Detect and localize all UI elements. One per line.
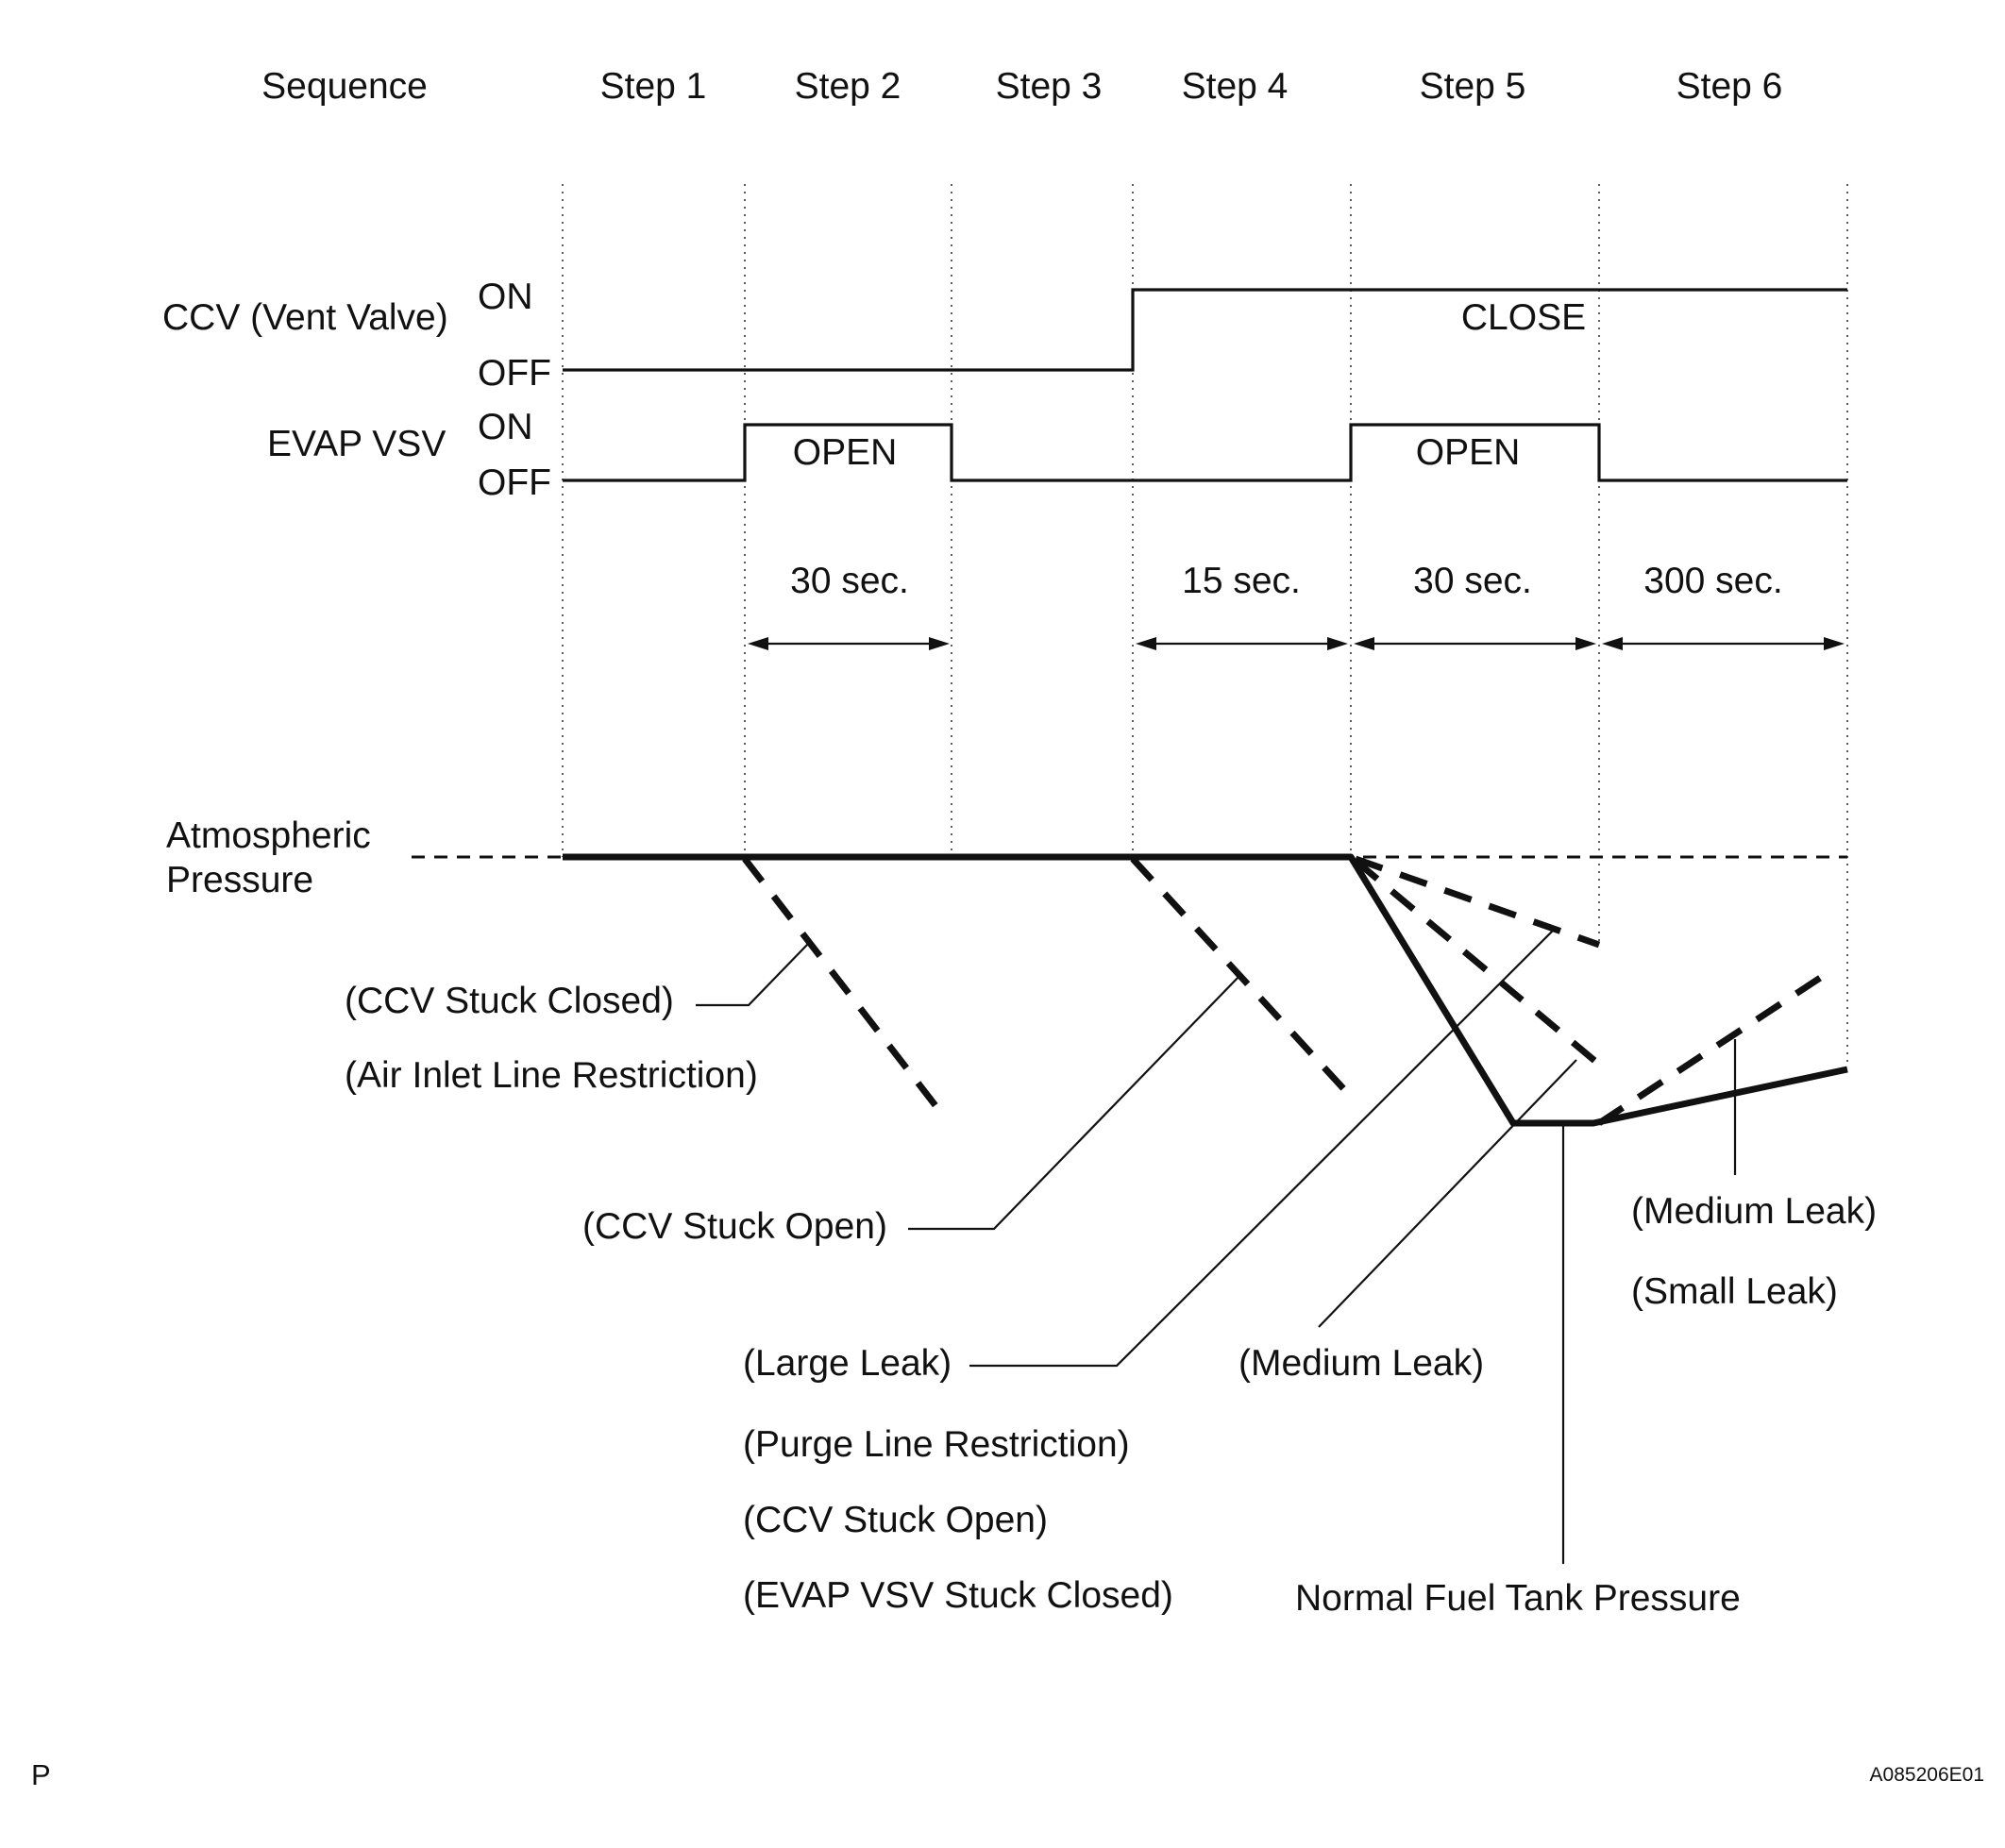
evap-vsv-stuck-closed-annotation: (EVAP VSV Stuck Closed) <box>743 1575 1173 1616</box>
duration-step-5: 30 sec. <box>1413 561 1532 601</box>
evap-vsv-off-label: OFF <box>478 462 551 503</box>
evap-vsv-open-label-step-5: OPEN <box>1416 432 1521 473</box>
step-4-header: Step 4 <box>1182 66 1289 107</box>
step-5-header: Step 5 <box>1420 66 1526 107</box>
ccv-stuck-open-trace <box>1130 856 1355 1100</box>
duration-arrow-step-4 <box>1136 637 1348 650</box>
duration-step-4: 15 sec. <box>1182 561 1301 601</box>
ccv-stuck-open-annotation-2: (CCV Stuck Open) <box>743 1500 1048 1540</box>
figure-code: A085206E01 <box>1870 1764 1984 1786</box>
duration-step-2: 30 sec. <box>790 561 909 601</box>
large-leak-leader <box>969 928 1556 1368</box>
duration-arrow-step-6 <box>1602 637 1845 650</box>
sequence-header: Sequence <box>261 66 428 107</box>
evap-vsv-open-label-step-2: OPEN <box>793 432 898 473</box>
duration-arrow-step-5 <box>1354 637 1596 650</box>
step-3-header: Step 3 <box>996 66 1103 107</box>
medium-leak-step-5-leader <box>1318 1059 1577 1328</box>
ccv-off-label: OFF <box>478 353 551 394</box>
large-leak-trace <box>1354 855 1601 949</box>
normal-pressure-trace <box>563 853 1848 1127</box>
ccv-signal-label: CCV (Vent Valve) <box>162 297 448 338</box>
normal-fuel-tank-pressure-annotation: Normal Fuel Tank Pressure <box>1295 1578 1741 1619</box>
ccv-stuck-open-leader <box>908 973 1242 1231</box>
small-leak-annotation: (Small Leak) <box>1631 1271 1838 1312</box>
atmospheric-pressure-label-line-2: Pressure <box>166 860 313 900</box>
page-mark: P <box>31 1758 51 1791</box>
atmospheric-pressure-label-line-1: Atmospheric <box>166 815 371 856</box>
step-boundaries <box>562 184 1848 1067</box>
purge-line-restriction-annotation: (Purge Line Restriction) <box>743 1424 1130 1465</box>
evap-vsv-on-label: ON <box>478 407 533 447</box>
evap-vsv-signal-label: EVAP VSV <box>267 424 446 464</box>
ccv-stuck-open-annotation: (CCV Stuck Open) <box>582 1206 887 1247</box>
step-6-header: Step 6 <box>1676 66 1783 107</box>
ccv-close-label: CLOSE <box>1461 297 1586 338</box>
medium-leak-step-5-trace <box>1353 858 1606 1070</box>
step-1-header: Step 1 <box>600 66 707 107</box>
evap-vsv-signal-trace <box>563 423 1847 482</box>
medium-leak-annotation-step-5: (Medium Leak) <box>1238 1343 1484 1384</box>
ccv-stuck-closed-trace <box>742 856 947 1119</box>
step-2-header: Step 2 <box>795 66 901 107</box>
air-inlet-restriction-annotation: (Air Inlet Line Restriction) <box>345 1055 758 1096</box>
ccv-on-label: ON <box>478 277 533 317</box>
ccv-signal-trace <box>563 288 1847 372</box>
duration-arrow-step-2 <box>748 637 950 650</box>
duration-step-6: 300 sec. <box>1643 561 1782 601</box>
medium-leak-annotation-step-6: (Medium Leak) <box>1631 1191 1877 1232</box>
ccv-stuck-closed-leader <box>696 943 809 1007</box>
large-leak-annotation: (Large Leak) <box>743 1343 952 1384</box>
ccv-stuck-closed-annotation: (CCV Stuck Closed) <box>345 981 674 1021</box>
